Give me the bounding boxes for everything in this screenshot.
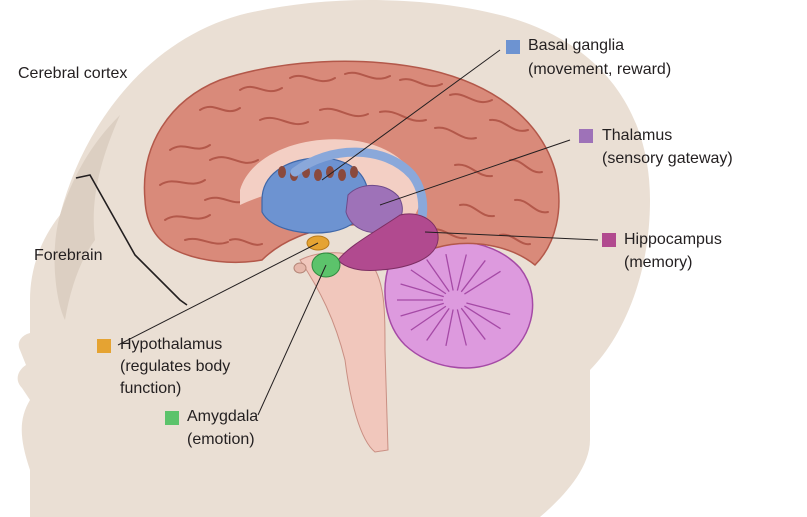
- label-basal-ganglia: Basal ganglia: [528, 37, 625, 54]
- leader-hippocampus: [424, 231, 599, 241]
- label-hippocampus: Hippocampus: [624, 231, 722, 248]
- cerebellum-fold: [400, 283, 444, 298]
- label-cerebral-cortex: Cerebral cortex: [18, 65, 128, 82]
- swatch-amygdala: [165, 411, 179, 425]
- cortex-fold: [399, 78, 443, 88]
- cortex-fold: [159, 179, 206, 186]
- cortex-fold: [344, 71, 391, 80]
- cerebellum-fold: [456, 254, 467, 291]
- cerebellum-fold: [464, 305, 501, 330]
- swatch-thalamus: [579, 129, 593, 143]
- cerebellum-fold: [400, 302, 444, 317]
- cortex-fold: [169, 144, 211, 151]
- cortex-fold: [209, 156, 259, 164]
- cerebellum-fold: [456, 309, 467, 346]
- label-hypothalamus-desc1: (regulates body: [120, 358, 231, 375]
- leader-amygdala: [257, 264, 327, 416]
- cerebellum-fold: [410, 269, 447, 295]
- cortex-fold: [289, 75, 336, 83]
- head-shade: [54, 115, 120, 320]
- cerebellum-fold: [460, 307, 486, 340]
- cortex-fold: [514, 198, 549, 214]
- pituitary: [293, 262, 307, 274]
- label-amygdala: Amygdala: [187, 408, 259, 425]
- cortex-fold: [229, 238, 263, 246]
- label-basal-ganglia-desc: (movement, reward): [528, 61, 672, 78]
- cortex-fold: [459, 203, 495, 218]
- swatch-hypothalamus: [97, 339, 111, 353]
- cortex-fold: [319, 107, 369, 117]
- leader-basal-ganglia: [321, 49, 501, 181]
- basal-ganglia-dot: [350, 166, 358, 178]
- cortex-fold: [499, 233, 531, 246]
- label-thalamus: Thalamus: [602, 127, 673, 144]
- cortex-fold: [489, 118, 529, 132]
- cortex-fold: [164, 214, 211, 221]
- cortex-fold: [239, 85, 283, 93]
- cortex-fold: [379, 110, 427, 122]
- label-hypothalamus: Hypothalamus: [120, 336, 223, 353]
- cerebellum-fold: [410, 305, 447, 331]
- label-amygdala-desc: (emotion): [187, 431, 255, 448]
- label-hypothalamus-desc2: function): [120, 380, 182, 397]
- cortex-fold: [184, 237, 229, 245]
- basal-ganglia-dot: [338, 169, 346, 181]
- leader-thalamus: [379, 139, 571, 206]
- cerebellum-fold: [460, 260, 486, 293]
- cerebellum-fold: [445, 309, 454, 346]
- cerebellum-folds: [397, 254, 511, 346]
- cortex-fold: [454, 163, 493, 178]
- cerebellum-fold: [426, 308, 450, 341]
- basal-ganglia-dot: [314, 169, 322, 181]
- cerebellum-fold: [466, 302, 511, 315]
- hippocampus-shape: [337, 213, 439, 271]
- cerebellum-fold: [464, 270, 501, 295]
- cerebellum-fold: [426, 259, 450, 292]
- forebrain-bracket: [75, 174, 188, 306]
- swatch-basal-ganglia: [506, 40, 520, 54]
- label-forebrain: Forebrain: [34, 247, 103, 264]
- cortex-fold: [449, 93, 493, 103]
- leader-hypothalamus: [117, 242, 319, 346]
- cerebellum-fold: [445, 254, 454, 291]
- basal-ganglia-dot: [278, 166, 286, 178]
- swatch-hippocampus: [602, 233, 616, 247]
- cortex-fold: [434, 126, 477, 140]
- label-thalamus-desc: (sensory gateway): [602, 150, 733, 167]
- cortex-fold: [259, 117, 309, 125]
- label-hippocampus-desc: (memory): [624, 254, 693, 271]
- cortex-fold: [199, 105, 241, 113]
